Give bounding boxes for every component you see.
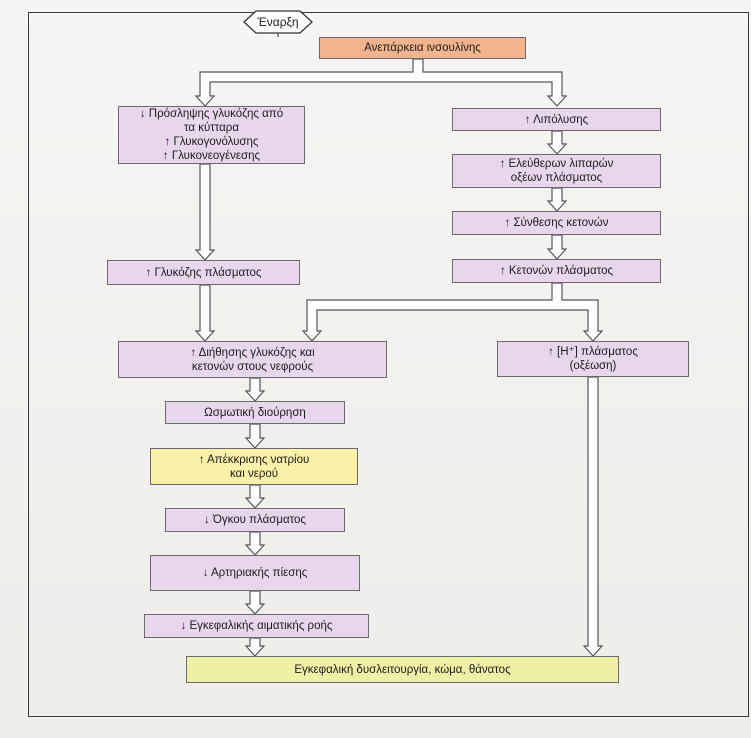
node-insulin-deficiency: Ανεπάρκεια ινσουλίνης [319,37,526,59]
node-osmotic-diuresis: Ωσμωτική διούρηση [165,401,345,424]
node-plasma-h-acidosis: ↑ [H⁺] πλάσματος (οξέωση) [497,341,689,377]
node-plasma-ketones: ↑ Κετονών πλάσματος [452,259,661,283]
start-label: Έναρξη [257,15,299,29]
arrow-cerebral-outcome [244,637,266,657]
arrow-lipolysis-ffa [546,130,568,155]
arrow-ffa-ketone-synthesis [546,187,568,212]
arrow-synthesis-ketones [546,234,568,260]
arrow-insulin-split [194,58,568,107]
node-renal-filtration: ↑ Διήθησης γλυκόζης και κετονών στους νε… [118,341,387,378]
arrow-uptake-glucose [194,163,216,261]
node-glucose-uptake: ↓ Πρόσληψης γλυκόζης από τα κύτταρα ↑ Γλ… [118,106,305,164]
node-outcome: Εγκεφαλική δυσλειτουργία, κώμα, θάνατος [186,656,619,683]
node-plasma-volume: ↓ Όγκου πλάσματος [165,508,345,532]
arrow-pressure-cerebral [244,590,266,615]
arrow-excretion-volume [244,484,266,509]
node-plasma-glucose: ↑ Γλυκόζης πλάσματος [107,260,300,285]
node-cerebral-blood-flow: ↓ Εγκεφαλικής αιματικής ροής [144,614,369,638]
arrow-ketones-split [301,282,604,342]
node-blood-pressure: ↓ Αρτηριακής πίεσης [150,555,360,591]
arrow-osmotic-excretion [244,423,266,449]
arrow-acidosis-outcome [582,376,604,657]
node-ketone-synthesis: ↑ Σύνθεσης κετονών [452,211,661,235]
arrow-filtration-osmotic [244,377,266,402]
diagram-frame [28,12,749,717]
start-diamond [243,10,313,34]
node-lipolysis: ↑ Λιπόλυσης [452,108,661,131]
arrow-volume-pressure [244,531,266,556]
node-free-fatty-acids: ↑ Ελεύθερων λιπαρών οξέων πλάσματος [452,154,661,188]
node-sodium-water-excretion: ↑ Απέκκρισης νατρίου και νερού [150,448,358,485]
arrow-glucose-filtration [194,284,216,342]
